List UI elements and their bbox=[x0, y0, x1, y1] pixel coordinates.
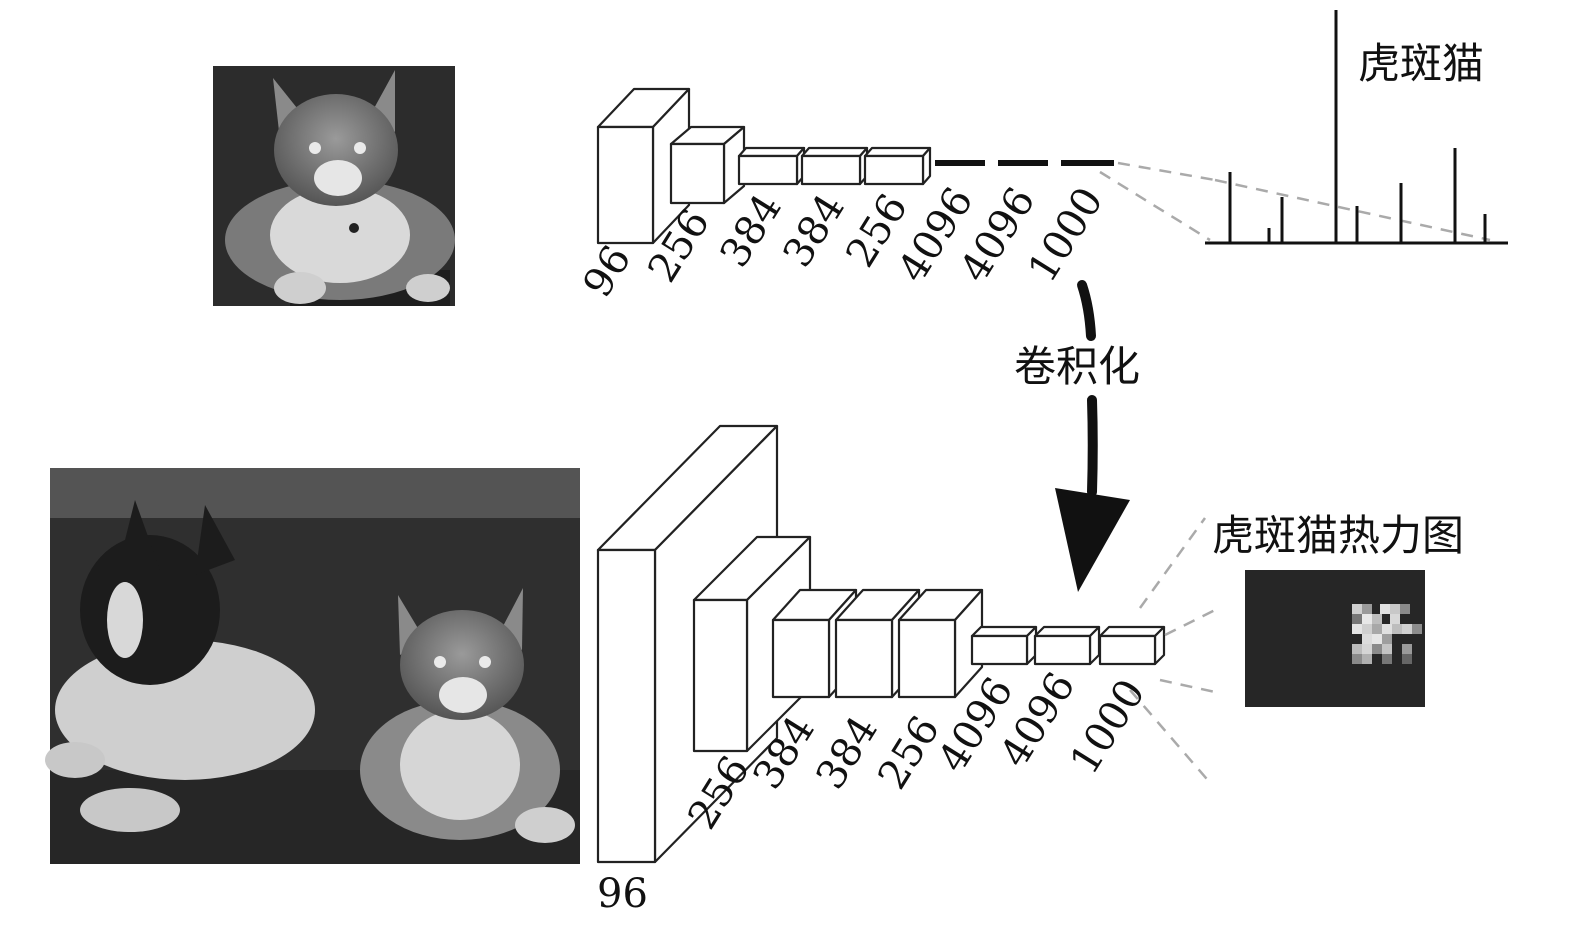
bottom-network bbox=[596, 424, 1166, 864]
top-layer-block-256b bbox=[863, 146, 932, 186]
top-layer-block-256 bbox=[669, 125, 746, 205]
top-label-96: 96 bbox=[574, 238, 640, 306]
top-layer-block-96 bbox=[596, 87, 691, 245]
class-score-histogram bbox=[1205, 10, 1508, 245]
heatmap-grid bbox=[1245, 570, 1425, 707]
arrow-label: 卷积化 bbox=[1014, 342, 1140, 391]
convolutionalize-arrow bbox=[1055, 280, 1130, 592]
bottom-leader-1 bbox=[1138, 517, 1207, 609]
top-leader-diag bbox=[1214, 178, 1491, 242]
top-leader-lower bbox=[1099, 170, 1211, 242]
top-output-label: 虎斑猫 bbox=[1358, 39, 1484, 88]
top-layer-block-384a bbox=[737, 146, 806, 186]
bottom-layer-block-4096b bbox=[1033, 625, 1101, 666]
bottom-leader-2 bbox=[1164, 608, 1216, 637]
bottom-label-96: 96 bbox=[597, 871, 648, 917]
bottom-output-label: 虎斑猫热力图 bbox=[1212, 511, 1464, 560]
bottom-layer-block-256b bbox=[897, 588, 984, 699]
bottom-layer-block-4096a bbox=[970, 625, 1038, 666]
bottom-leader-3 bbox=[1159, 678, 1216, 694]
top-network bbox=[596, 87, 1114, 245]
top-label-1000: 1000 bbox=[1019, 180, 1112, 291]
bottom-label-384b: 384 bbox=[807, 708, 886, 797]
top-layer-block-384b bbox=[800, 146, 869, 186]
cat-photo bbox=[213, 66, 455, 306]
bottom-layer-block-1000 bbox=[1098, 625, 1166, 666]
dog-and-cat-photo bbox=[45, 468, 580, 864]
top-leader-upper bbox=[1117, 161, 1216, 182]
top-label-384b: 384 bbox=[774, 186, 853, 275]
